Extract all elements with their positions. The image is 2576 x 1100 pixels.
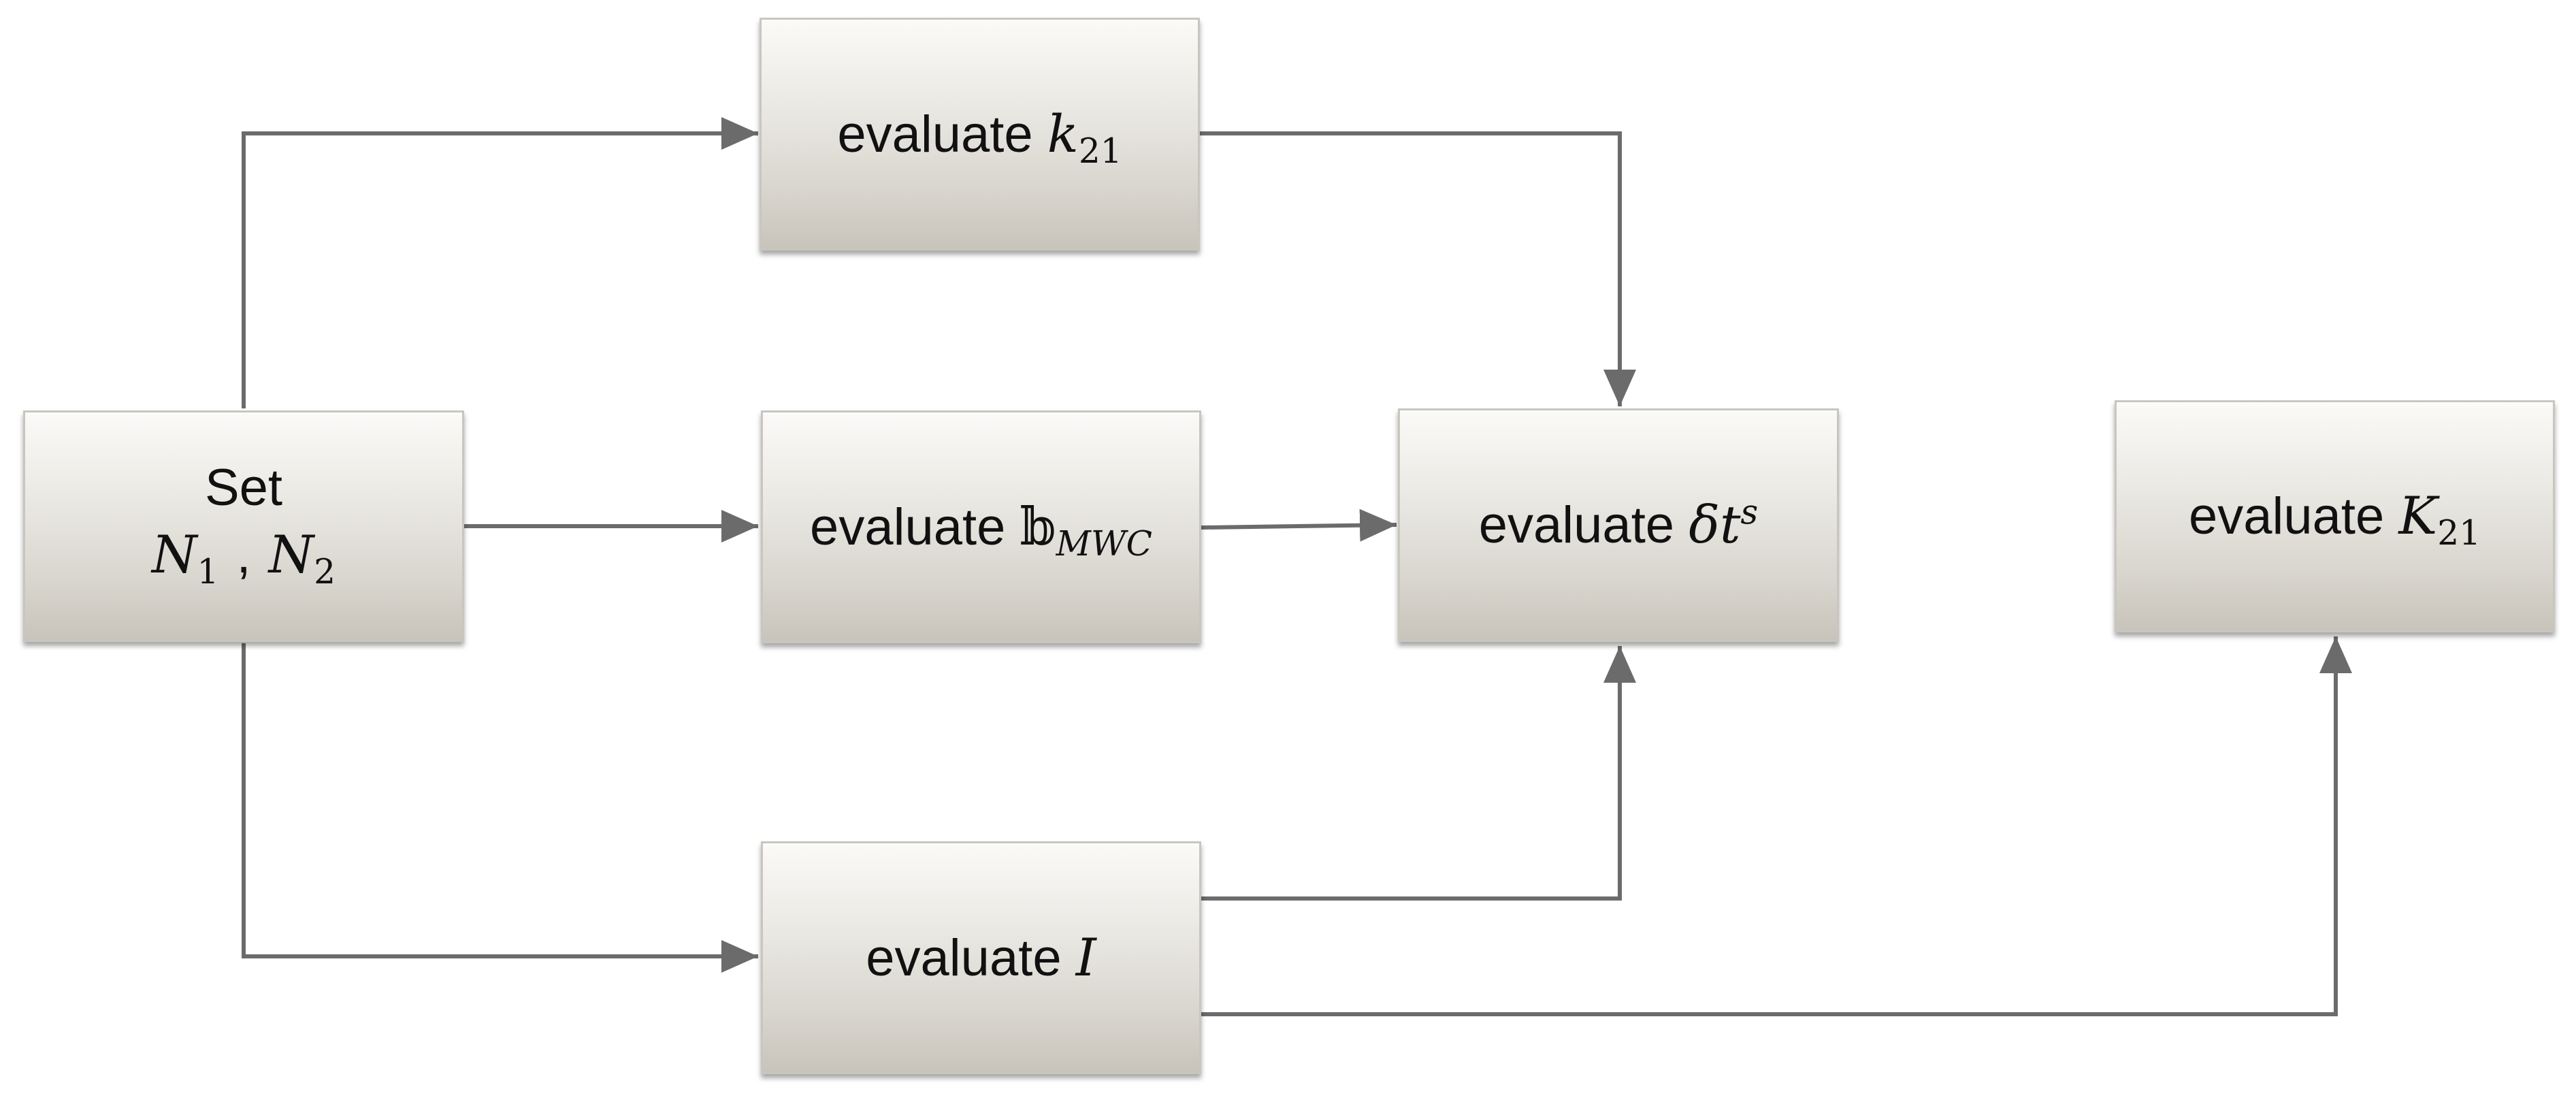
evaluate-delta-ts-box: evaluate δts [1398,408,1839,642]
evaluate-delta-ts-prefix: evaluate [1478,496,1675,555]
edge-i-to-delta [1201,646,1636,901]
evaluate-bmwc-prefix: evaluate [810,498,1006,556]
edge-set-to-i [242,643,758,973]
k-symbol: k [1047,103,1079,164]
k21-subscript: 21 [1078,130,1122,171]
edge-i-to-bigk21 [1201,636,2352,1016]
t-symbol: t [1719,494,1741,555]
evaluate-big-k21-prefix: evaluate [2188,487,2385,546]
set-label-group: Set N1,N2 [152,455,336,589]
evaluate-bmwc-label: evaluate 𝕓MWC [810,498,1152,560]
delta-symbol: δ [1689,494,1720,555]
mwc-subscript: MWC [1056,523,1152,564]
i-symbol: I [1075,926,1096,988]
evaluate-i-prefix: evaluate [866,928,1062,987]
variable-separator: , [236,526,251,584]
set-label: Set [204,459,283,517]
evaluate-i-box: evaluate I [761,841,1201,1074]
evaluate-bmwc-box: evaluate 𝕓MWC [761,410,1201,643]
n1-symbol: N [152,524,197,585]
edge-k21-to-delta [1200,131,1636,406]
big-k21-subscript: 21 [2437,513,2481,553]
s-superscript: s [1740,491,1759,532]
n2-subscript: 2 [314,551,336,592]
big-k-symbol: K [2398,485,2438,547]
b-doublestruck-symbol: 𝕓 [1020,496,1056,557]
set-n1-n2-box: Set N1,N2 [23,410,464,642]
n1-subscript: 1 [197,551,219,592]
evaluate-delta-ts-label: evaluate δts [1478,495,1759,555]
evaluate-k21-label: evaluate k21 [837,105,1122,167]
edge-bmwc-to-delta [1201,508,1397,542]
evaluate-k21-prefix: evaluate [837,105,1033,163]
evaluate-k21-box: evaluate k21 [760,18,1200,250]
evaluate-big-k21-label: evaluate K21 [2188,487,2481,550]
n2-symbol: N [268,524,314,585]
set-variables: N1,N2 [152,524,336,589]
edge-set-to-k21 [242,117,758,408]
evaluate-big-k21-box: evaluate K21 [2115,400,2555,632]
evaluate-i-label: evaluate I [866,928,1096,987]
